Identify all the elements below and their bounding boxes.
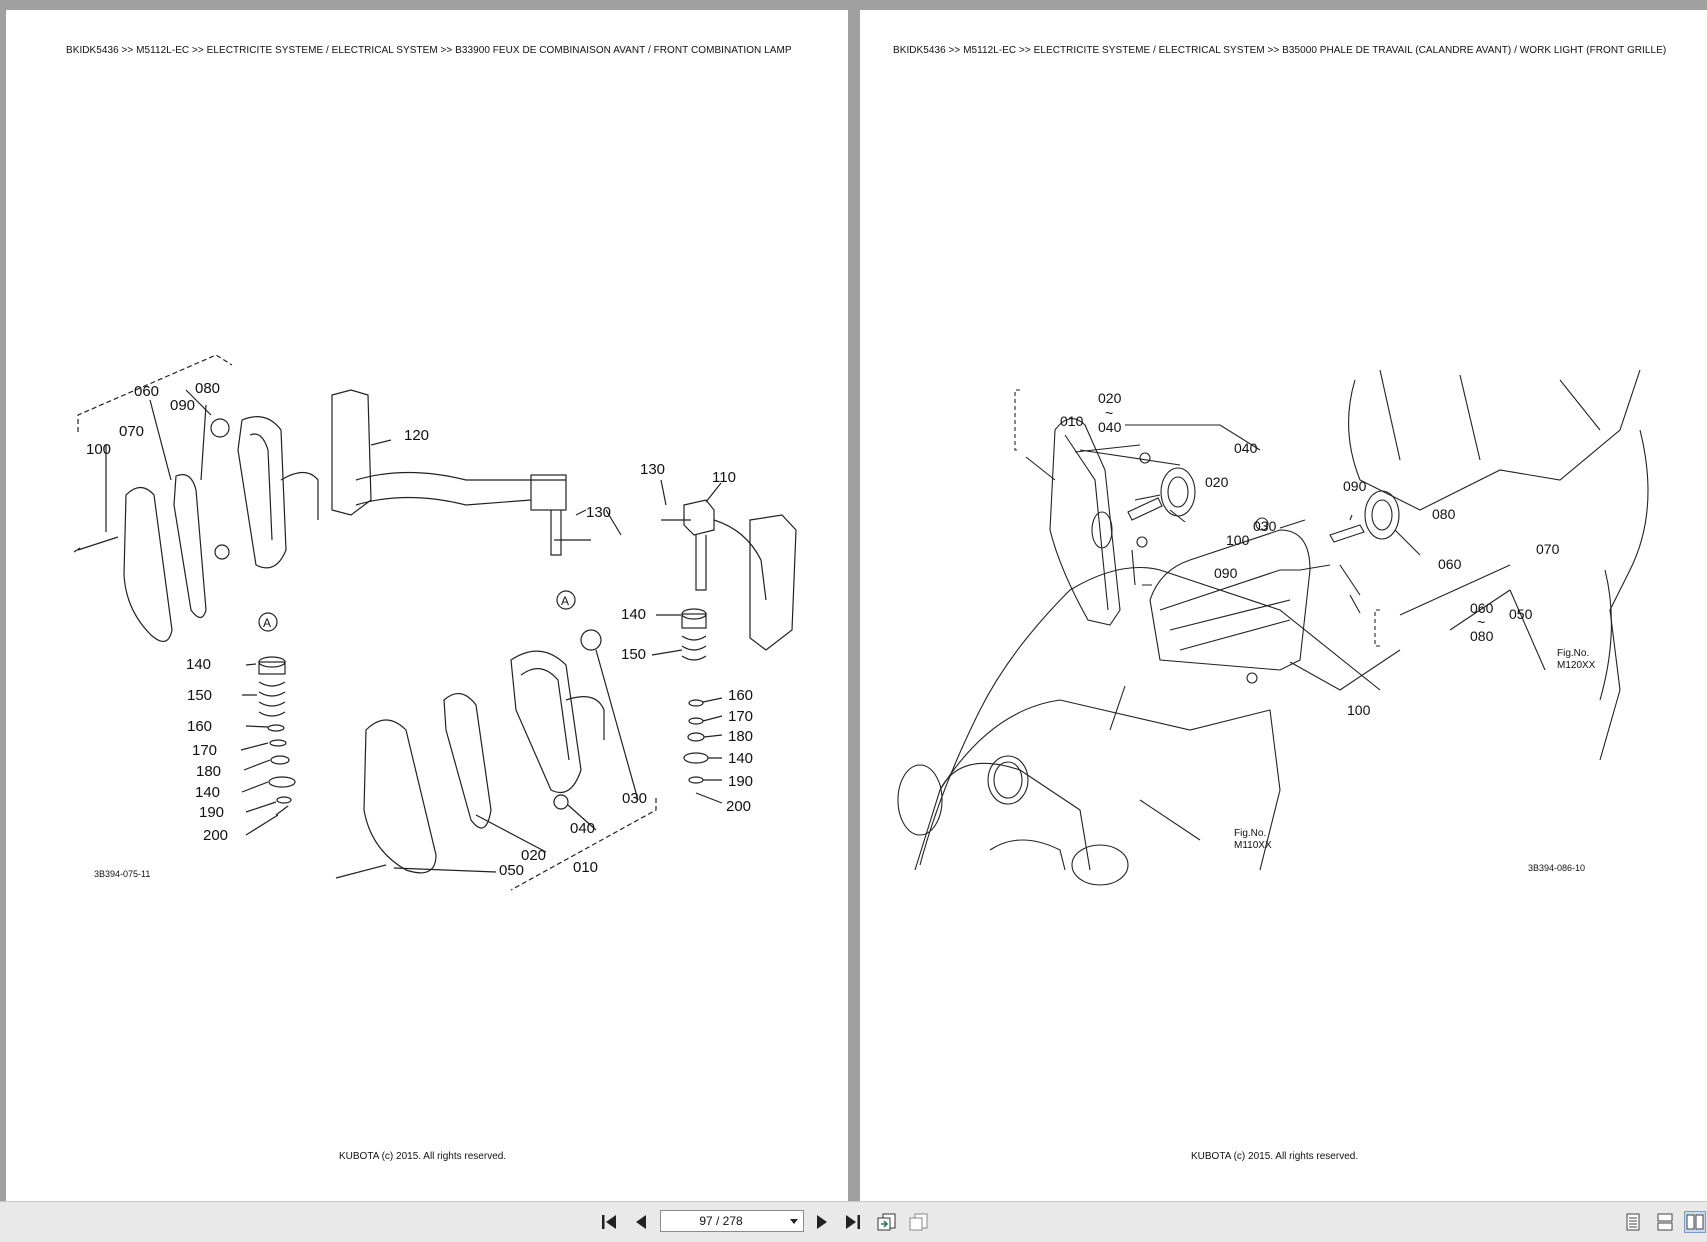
callout-190a: 190: [199, 804, 224, 821]
callout-070: 070: [119, 423, 144, 440]
callout-200a: 200: [203, 827, 228, 844]
callout-160b: 160: [728, 687, 753, 704]
page-header: BKIDK5436 >> M5112L-EC >> ELECTRICITE SY…: [893, 45, 1667, 56]
callout-050: 050: [499, 862, 524, 879]
left-page: BKIDK5436 >> M5112L-EC >> ELECTRICITE SY…: [6, 10, 848, 1201]
callout-140d: 140: [728, 750, 753, 767]
callout-180a: 180: [196, 763, 221, 780]
work-light-diagram: 020 ~ 040 010 040 020 030 100 090 080 09…: [897, 369, 1649, 886]
callout-090: 090: [170, 397, 195, 414]
fig-note-m120-value: M120XX: [1557, 660, 1596, 671]
callout-020b: 020: [1205, 474, 1229, 490]
callout-010: 010: [1060, 413, 1084, 429]
callout-030: 030: [1253, 518, 1277, 534]
fit-width-icon[interactable]: [908, 1211, 930, 1233]
fit-page-icon[interactable]: [876, 1211, 898, 1233]
callout-090a: 090: [1343, 478, 1367, 494]
facing-icon[interactable]: [1684, 1211, 1706, 1233]
figure-code: 3B394-075-11: [94, 869, 150, 879]
callout-040a: 040: [1098, 419, 1122, 435]
callout-180b: 180: [728, 728, 753, 745]
callout-140a: 140: [621, 606, 646, 623]
page-number-input[interactable]: 97 / 278: [660, 1210, 804, 1232]
fig-note-m110-value: M110XX: [1234, 840, 1272, 851]
callout-130a: 130: [640, 461, 665, 478]
callout-090b: 090: [1214, 565, 1238, 581]
tilde-2: ~: [1477, 614, 1485, 630]
callout-120: 120: [404, 427, 429, 444]
callout-170b: 170: [728, 708, 753, 725]
callout-170a: 170: [192, 742, 217, 759]
fig-note-m120-label: Fig.No.: [1557, 648, 1589, 659]
callout-160a: 160: [187, 718, 212, 735]
callout-200b: 200: [726, 798, 751, 815]
mark-a-right: A: [561, 594, 569, 608]
front-combination-lamp-diagram: 060 080 090 070 100 120 130 110 130 140 …: [73, 354, 797, 891]
tilde-1: ~: [1105, 405, 1113, 421]
last-page-icon[interactable]: [842, 1211, 864, 1233]
callout-110: 110: [712, 469, 736, 486]
callout-080: 080: [1432, 506, 1456, 522]
callout-010: 010: [573, 859, 598, 876]
page-footer: KUBOTA (c) 2015. All rights reserved.: [339, 1151, 507, 1162]
callout-060a: 060: [1438, 556, 1462, 572]
callout-060: 060: [134, 383, 159, 400]
callout-140c: 140: [195, 784, 220, 801]
callout-070: 070: [1536, 541, 1560, 557]
page-indicator: 97 / 278: [699, 1214, 743, 1228]
viewer-toolbar: 97 / 278: [0, 1201, 1707, 1242]
callout-140b: 140: [186, 656, 211, 673]
single-page-icon[interactable]: [1622, 1211, 1644, 1233]
callout-100: 100: [86, 441, 111, 458]
callout-040: 040: [570, 820, 595, 837]
callout-130b: 130: [586, 504, 611, 521]
fig-note-m110-label: Fig.No.: [1234, 828, 1266, 839]
callout-050: 050: [1509, 606, 1533, 622]
next-page-icon[interactable]: [811, 1211, 833, 1233]
figure-code: 3B394-086-10: [1528, 863, 1585, 873]
callout-080: 080: [195, 380, 220, 397]
callout-100b: 100: [1347, 702, 1371, 718]
mark-a-left: A: [263, 616, 271, 630]
callout-040b: 040: [1234, 440, 1258, 456]
callout-060b: 060: [1470, 600, 1494, 616]
page-footer: KUBOTA (c) 2015. All rights reserved.: [1191, 1151, 1359, 1162]
page-header: BKIDK5436 >> M5112L-EC >> ELECTRICITE SY…: [66, 45, 792, 56]
right-page: BKIDK5436 >> M5112L-EC >> ELECTRICITE SY…: [860, 10, 1707, 1201]
callout-080b: 080: [1470, 628, 1494, 644]
chevron-down-icon[interactable]: [789, 1217, 799, 1225]
callout-030: 030: [622, 790, 647, 807]
callout-190b: 190: [728, 773, 753, 790]
continuous-icon[interactable]: [1654, 1211, 1676, 1233]
callout-150a: 150: [621, 646, 646, 663]
callout-020: 020: [521, 847, 546, 864]
first-page-icon[interactable]: [598, 1211, 620, 1233]
prev-page-icon[interactable]: [630, 1211, 652, 1233]
callout-020a: 020: [1098, 390, 1122, 406]
callout-100a: 100: [1226, 532, 1250, 548]
callout-150b: 150: [187, 687, 212, 704]
